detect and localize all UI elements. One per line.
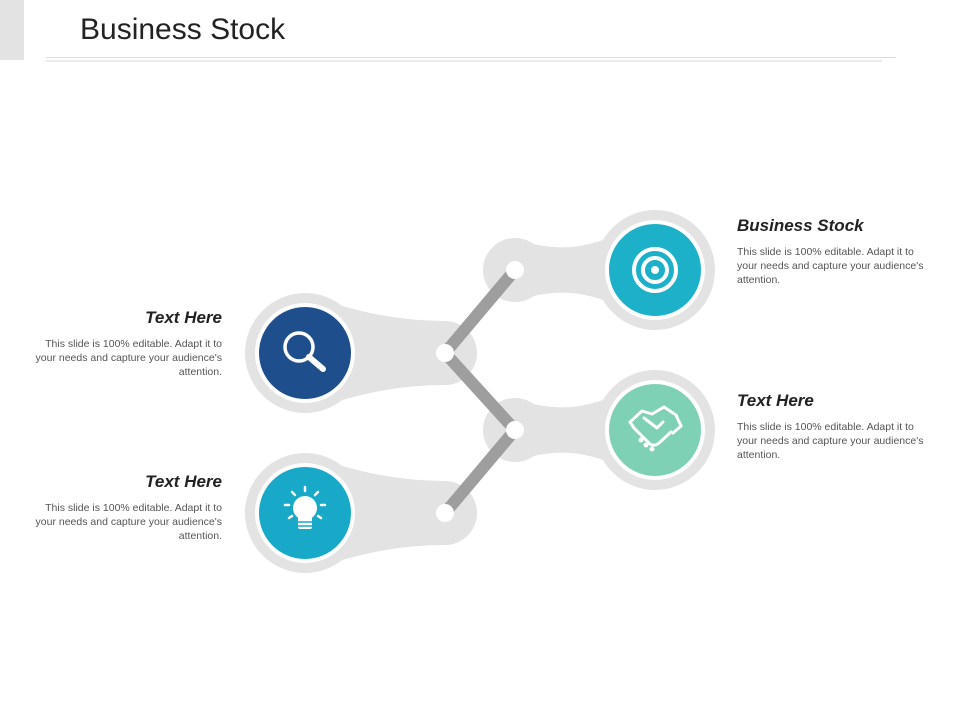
node-hole-mid-right: [506, 421, 524, 439]
item-heading: Text Here: [145, 472, 222, 491]
disc-magnifier: [259, 307, 351, 399]
node-hole-bottom-left: [436, 504, 454, 522]
title-accent-bar: [0, 0, 24, 60]
item-business-stock: Business Stock This slide is 100% editab…: [737, 216, 927, 287]
item-body: This slide is 100% editable. Adapt it to…: [35, 502, 222, 542]
item-body: This slide is 100% editable. Adapt it to…: [737, 421, 924, 461]
lightbulb-icon: [283, 485, 327, 529]
item-heading: Business Stock: [737, 216, 864, 235]
page-title: Business Stock: [80, 13, 286, 46]
bar-lower: [439, 424, 521, 519]
item-body: This slide is 100% editable. Adapt it to…: [737, 246, 924, 286]
title-underline: [46, 57, 896, 58]
item-body: This slide is 100% editable. Adapt it to…: [35, 338, 222, 378]
bar-middle: [439, 347, 521, 436]
handshake-icon: [628, 405, 683, 452]
title-underline-shadow: [46, 60, 882, 62]
node-hole-top-right: [506, 261, 524, 279]
item-heading: Text Here: [145, 308, 222, 327]
magnifier-icon: [283, 331, 326, 372]
target-icon: [632, 247, 678, 293]
node-hole-mid-left: [436, 344, 454, 362]
bar-upper: [439, 264, 521, 359]
disc-handshake: [609, 384, 701, 476]
item-lightbulb: Text Here This slide is 100% editable. A…: [32, 472, 222, 543]
item-magnifier: Text Here This slide is 100% editable. A…: [32, 308, 222, 379]
item-heading: Text Here: [737, 391, 814, 410]
item-handshake: Text Here This slide is 100% editable. A…: [737, 391, 927, 462]
